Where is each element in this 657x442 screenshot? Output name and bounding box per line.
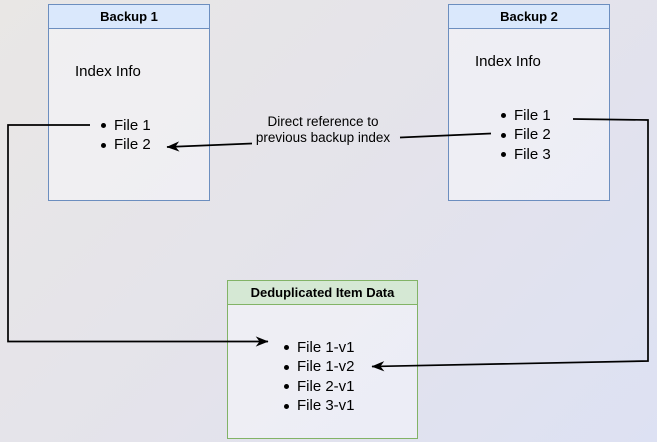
backup2-file-list: File 1 File 2 File 3 — [449, 106, 609, 165]
node-backup2: Backup 2 Index Info File 1 File 2 File 3 — [448, 4, 610, 201]
edge-label-line2: previous backup index — [255, 130, 391, 145]
edge-label-direct-reference: Direct reference to previous backup inde… — [213, 114, 433, 146]
list-item: File 3-v1 — [228, 396, 417, 416]
list-item: File 2 — [449, 125, 609, 145]
node-backup1: Backup 1 Index Info File 1 File 2 — [48, 4, 210, 201]
dedup-file-list: File 1-v1 File 1-v2 File 2-v1 File 3-v1 — [228, 338, 417, 416]
node-backup2-body: Index Info File 1 File 2 File 3 — [449, 29, 609, 200]
index-info-label: Index Info — [475, 52, 541, 70]
list-item: File 1-v1 — [228, 338, 417, 358]
list-item: File 1-v2 — [228, 357, 417, 377]
list-item: File 1 — [49, 116, 209, 136]
list-item: File 3 — [449, 145, 609, 165]
backup1-file-list: File 1 File 2 — [49, 116, 209, 155]
node-backup1-body: Index Info File 1 File 2 — [49, 29, 209, 200]
node-backup2-title: Backup 2 — [449, 5, 609, 29]
list-item: File 2 — [49, 135, 209, 155]
list-item: File 1 — [449, 106, 609, 126]
index-info-label: Index Info — [75, 62, 141, 80]
node-dedup-title: Deduplicated Item Data — [228, 281, 417, 305]
node-backup1-title: Backup 1 — [49, 5, 209, 29]
list-item: File 2-v1 — [228, 377, 417, 397]
edge-label-line1: Direct reference to — [267, 114, 379, 129]
node-dedup-body: File 1-v1 File 1-v2 File 2-v1 File 3-v1 — [228, 305, 417, 438]
node-dedup: Deduplicated Item Data File 1-v1 File 1-… — [227, 280, 418, 439]
